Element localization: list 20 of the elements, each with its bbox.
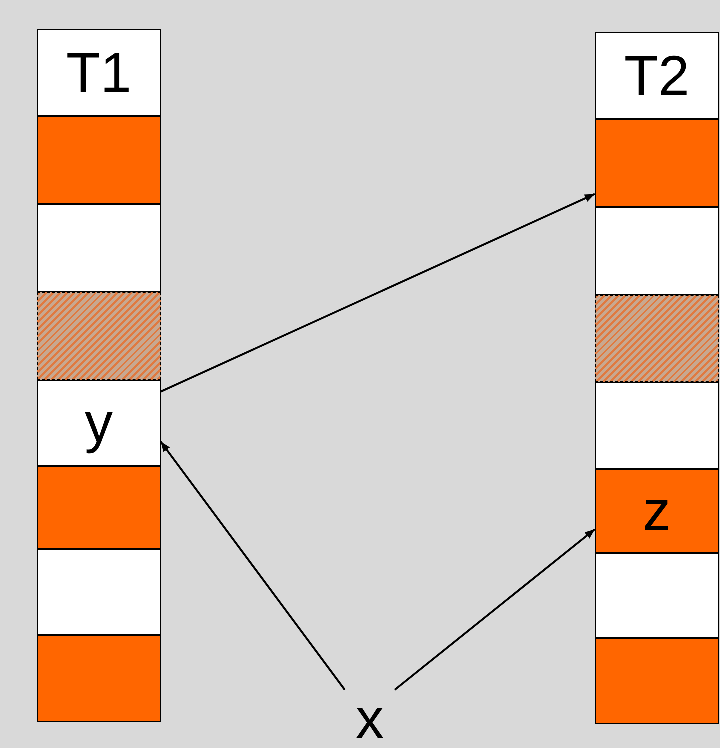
- slot-cell: [595, 638, 719, 724]
- hatched-cell: [37, 292, 161, 380]
- slot-cell: [37, 116, 161, 204]
- slot-cell: [37, 635, 161, 722]
- slot-cell: [595, 553, 719, 638]
- slot-cell: [37, 204, 161, 292]
- labeled-cell: y: [37, 380, 161, 466]
- slot-cell: [37, 549, 161, 635]
- arrow: [394, 528, 596, 691]
- column-header: T1: [37, 29, 161, 116]
- column-header: T2: [595, 32, 719, 119]
- slot-cell: [595, 207, 719, 295]
- hatched-cell: [595, 295, 719, 382]
- slot-cell: [37, 466, 161, 549]
- labeled-cell: z: [595, 469, 719, 553]
- slot-cell: [595, 382, 719, 469]
- slot-cell: [595, 119, 719, 207]
- arrow: [160, 441, 346, 691]
- arrow: [160, 193, 596, 393]
- variable-label: x: [340, 690, 400, 748]
